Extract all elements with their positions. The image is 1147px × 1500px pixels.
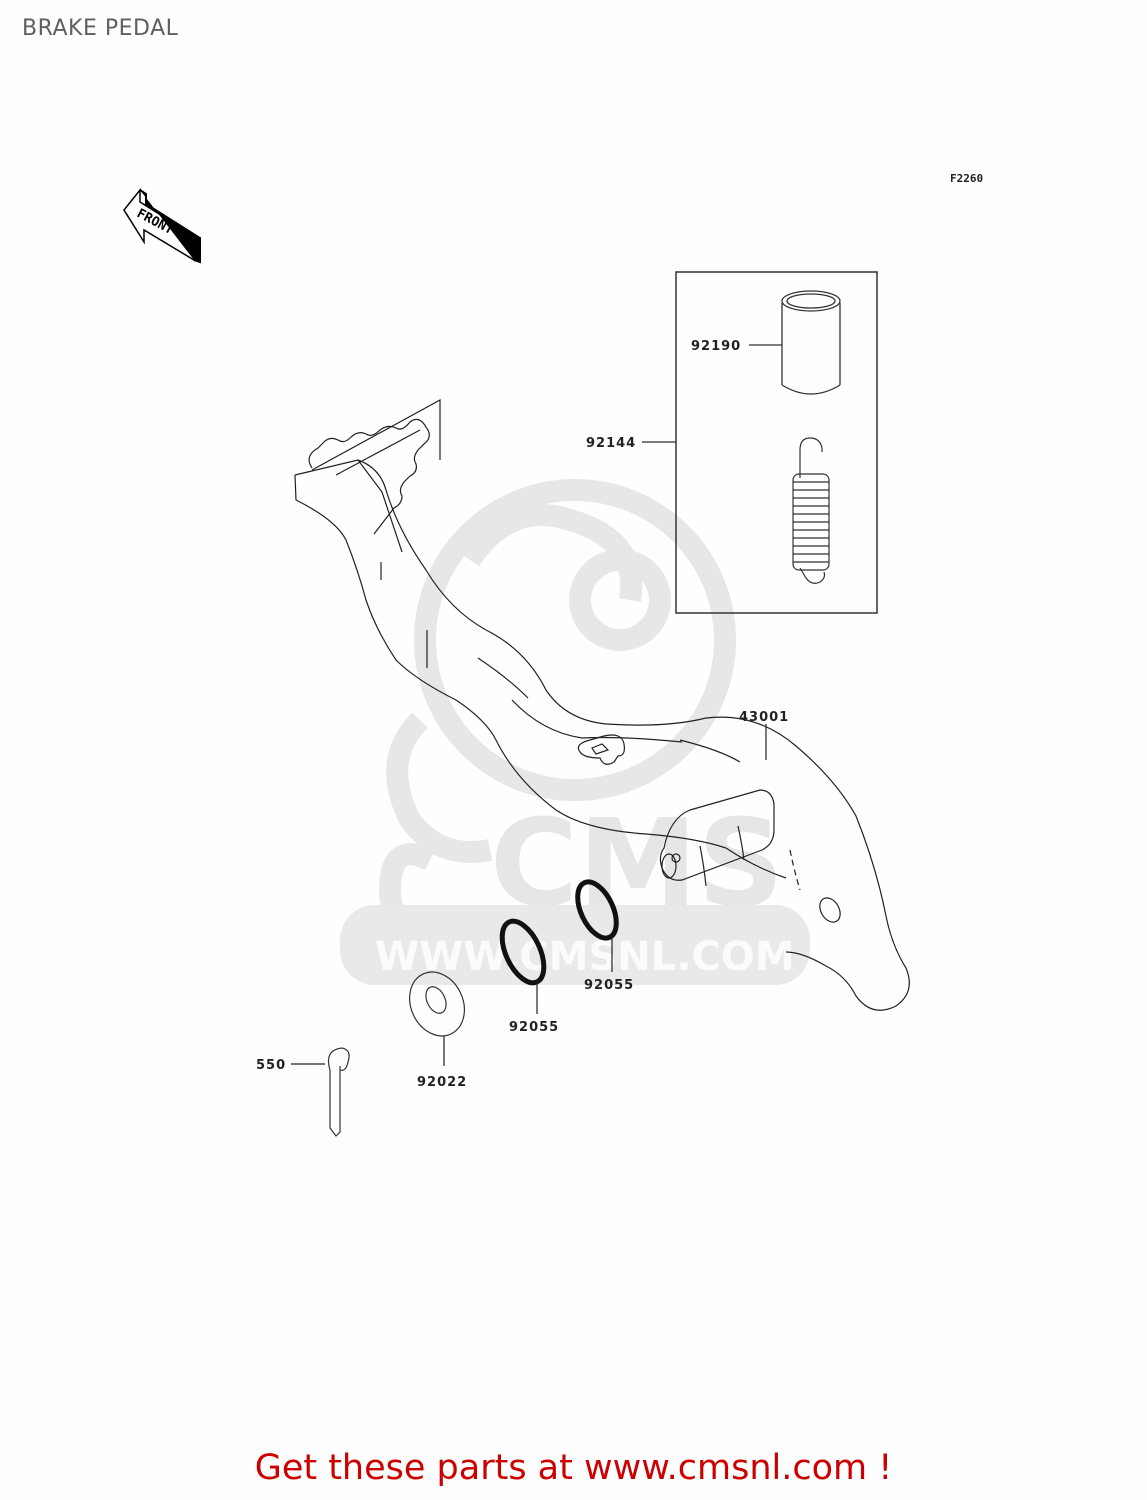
collar-part-icon	[781, 290, 841, 395]
washer-part-icon	[409, 971, 465, 1037]
front-arrow-icon: FRONT	[123, 187, 201, 264]
part-label-92055-lower: 92055	[509, 1020, 559, 1035]
part-label-92190: 92190	[691, 339, 741, 354]
watermark-url-bar	[340, 905, 810, 985]
part-label-92022: 92022	[417, 1075, 467, 1090]
watermark-url: WWW.CMSNL.COM	[375, 934, 795, 980]
brake-pedal-part	[294, 398, 910, 1011]
footer-cta-link[interactable]: Get these parts at www.cmsnl.com !	[254, 1448, 893, 1488]
spring-part-icon	[792, 437, 830, 584]
page-title: BRAKE PEDAL	[22, 16, 179, 41]
part-label-43001: 43001	[739, 710, 789, 725]
cotter-pin-icon	[327, 1047, 350, 1137]
part-label-92144: 92144	[586, 436, 636, 451]
part-label-550: 550	[256, 1058, 286, 1073]
figure-code: F2260	[950, 172, 984, 185]
part-label-92055-upper: 92055	[584, 978, 634, 993]
o-ring-upper-icon	[575, 879, 619, 941]
